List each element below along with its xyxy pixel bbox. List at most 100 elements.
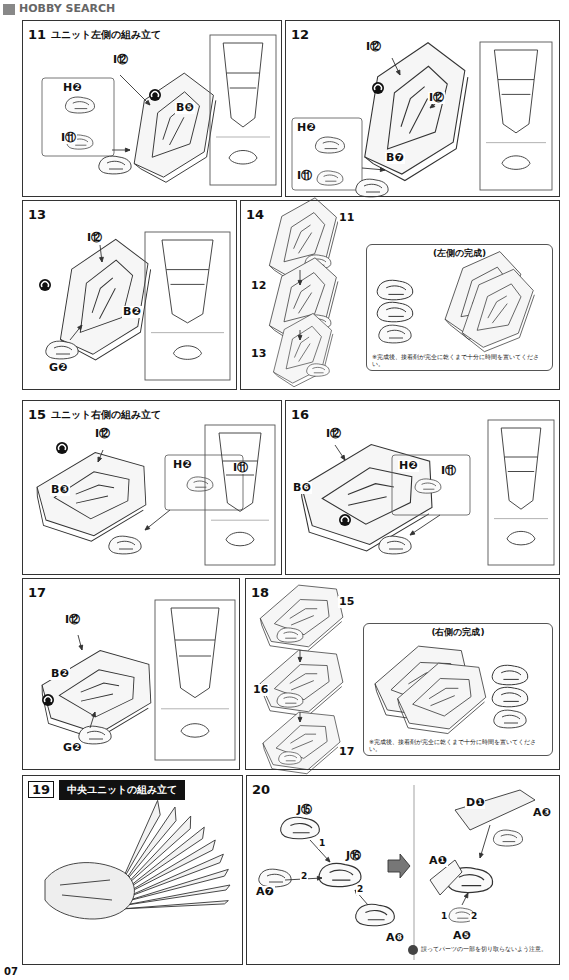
central-unit bbox=[45, 800, 230, 919]
assembly-arrow bbox=[335, 445, 345, 460]
callout-number: B❷ bbox=[122, 306, 142, 318]
small-part bbox=[187, 477, 213, 491]
small-part bbox=[99, 156, 131, 174]
rotate-symbol bbox=[149, 89, 161, 101]
completion-box: (左側の完成)※完成後、接着剤が完全に乾くまで十分に時間を置いてください。 bbox=[366, 244, 553, 371]
reference-view bbox=[205, 425, 275, 565]
wing-plate bbox=[285, 417, 449, 575]
small-part bbox=[377, 302, 413, 322]
callout-number: H❷ bbox=[398, 460, 419, 472]
completion-title: (左側の完成) bbox=[372, 248, 547, 259]
callout-number: A❶ bbox=[428, 855, 448, 867]
assembly-arrow bbox=[100, 245, 104, 262]
section-title: 中央ユニットの組み立て bbox=[59, 780, 185, 800]
assembly-arrow bbox=[362, 168, 385, 172]
callout-number: A❽ bbox=[385, 932, 405, 944]
reference-view bbox=[488, 420, 554, 565]
small-part bbox=[494, 710, 526, 728]
small-part bbox=[492, 665, 528, 685]
small-part bbox=[259, 869, 291, 887]
step-panel: 16 bbox=[285, 400, 560, 575]
wing-plate bbox=[32, 231, 175, 369]
assembly-arrow bbox=[392, 58, 400, 75]
callout-number: A❸ bbox=[532, 807, 552, 819]
callout-number: 17 bbox=[338, 746, 355, 758]
assembly-arrow bbox=[298, 650, 302, 662]
assembly-arrow bbox=[298, 712, 302, 722]
wing-plate bbox=[259, 309, 345, 391]
assembly-arrow bbox=[298, 330, 302, 340]
small-part bbox=[317, 171, 343, 185]
parts-art bbox=[3, 4, 554, 960]
step-panel: 19 中央ユニットの組み立て bbox=[22, 775, 243, 965]
small-part bbox=[492, 687, 528, 707]
small-part bbox=[281, 817, 320, 838]
reference-view bbox=[480, 42, 552, 190]
callout-number: B❸ bbox=[50, 484, 70, 496]
callout-number: 12 bbox=[250, 280, 267, 292]
rotate-symbol bbox=[42, 694, 54, 706]
callout-number: H❷ bbox=[172, 459, 193, 471]
small-part bbox=[377, 280, 413, 300]
callout-number: 13 bbox=[250, 348, 267, 360]
callout-number: 1 bbox=[318, 839, 326, 849]
section-title: ユニット右側の組み立て bbox=[51, 408, 161, 422]
detail-box bbox=[292, 118, 362, 190]
callout-number: I⑪ bbox=[296, 170, 313, 182]
step-number: 19 bbox=[28, 781, 54, 798]
callout-number: 16 bbox=[252, 684, 269, 696]
callout-number: 1 bbox=[440, 912, 448, 922]
callout-number: J⑮ bbox=[296, 804, 313, 816]
small-part bbox=[79, 726, 111, 744]
callout-number: I⑫ bbox=[112, 54, 129, 66]
completion-title: (右側の完成) bbox=[369, 627, 547, 638]
small-part bbox=[315, 137, 344, 153]
small-part bbox=[109, 536, 141, 554]
part-d1 bbox=[455, 790, 535, 830]
detail-box bbox=[42, 78, 114, 156]
wing-plate bbox=[391, 649, 493, 745]
reference-view bbox=[145, 232, 230, 380]
step-panel: 18(右側の完成)※完成後、接着剤が完全に乾くまで十分に時間を置いてください。 bbox=[245, 578, 560, 770]
section-title: ユニット左側の組み立て bbox=[51, 28, 161, 42]
rotate-symbol bbox=[39, 279, 51, 291]
callout-number: B❷ bbox=[50, 668, 70, 680]
callout-number: I⑪ bbox=[232, 462, 249, 474]
callout-number: I⑫ bbox=[94, 428, 111, 440]
callout-number: G❷ bbox=[62, 742, 82, 754]
callout-number: I⑪ bbox=[60, 132, 77, 144]
step-number: 18 bbox=[251, 585, 269, 600]
callout-number: I⑫ bbox=[365, 41, 382, 53]
callout-number: D❶ bbox=[465, 797, 485, 809]
wing-plate bbox=[29, 627, 166, 759]
step-number: 12 bbox=[291, 27, 309, 42]
watermark-logo bbox=[3, 4, 15, 15]
step-arrow bbox=[388, 854, 410, 878]
assembly-arrow bbox=[98, 450, 103, 462]
wing-plate bbox=[108, 66, 238, 191]
assembly-arrow bbox=[462, 893, 468, 905]
reference-view bbox=[155, 600, 235, 760]
assembly-arrow bbox=[78, 635, 83, 650]
step-number: 17 bbox=[28, 585, 46, 600]
small-part bbox=[319, 863, 361, 886]
callout-number: I⑫ bbox=[428, 92, 445, 104]
assembly-arrow bbox=[120, 75, 150, 105]
reference-view bbox=[210, 35, 276, 185]
small-part bbox=[356, 904, 395, 925]
rotate-symbol bbox=[56, 442, 68, 454]
callout-number: H❷ bbox=[296, 122, 317, 134]
callout-number: B❻ bbox=[292, 482, 312, 494]
small-part bbox=[279, 752, 302, 764]
callout-number: 15 bbox=[338, 596, 355, 608]
callout-number: A❺ bbox=[452, 930, 472, 942]
assembly-arrow bbox=[410, 515, 440, 535]
assembly-arrow bbox=[310, 840, 330, 862]
wing-plate bbox=[257, 700, 346, 784]
page-number: 07 bbox=[3, 966, 19, 977]
callout-number: B❺ bbox=[175, 102, 195, 114]
wing-plate bbox=[24, 429, 161, 561]
step-number: 15 bbox=[28, 407, 46, 422]
